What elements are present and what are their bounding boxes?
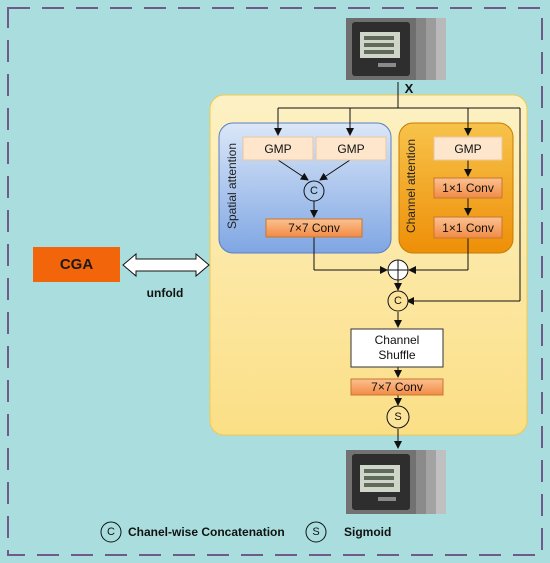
final-conv-label: 7×7 Conv [371,380,423,394]
spatial-attention-title: Spatial attention [225,142,239,230]
connectors [274,82,521,449]
legend-sigmoid-symbol: S [312,526,320,538]
input-image-stack [346,18,446,80]
channel-gmp-label: GMP [454,141,482,156]
spatial-conv-label: 7×7 Conv [288,221,340,235]
channel-conv1-box [433,177,503,199]
input-x-label: X [404,80,414,96]
legend-sigmoid-icon [305,521,327,543]
spatial-conv-box [265,218,363,238]
legend-concat-text: Chanel-wise Concatenation [128,525,285,539]
gmp-box-right [315,136,387,161]
legend-concat-symbol: C [107,526,115,538]
gmp-left-label: GMP [264,141,292,156]
sigmoid-symbol: S [394,411,402,423]
channel-gmp-box [433,136,503,161]
spatial-concat-symbol: C [310,185,318,197]
channel-conv2-box [433,216,503,239]
channel-attention-title: Channel attention [404,138,418,234]
concat-symbol: C [394,295,402,307]
unfold-label: unfold [146,286,184,300]
legend-sigmoid-text: Sigmoid [344,525,392,539]
channel-conv1-label: 1×1 Conv [442,181,494,195]
output-image-stack [346,450,446,514]
dashed-border [7,7,543,556]
sum-node [387,259,409,281]
sigmoid-node [386,405,410,429]
concat-node [387,290,409,312]
channel-shuffle-box [350,328,444,368]
gmp-right-label: GMP [337,141,365,156]
gmp-box-left [242,136,314,161]
channel-conv2-label: 1×1 Conv [442,220,494,235]
channel-shuffle-line2: Shuffle [378,348,416,362]
final-conv-box [350,378,444,396]
unfold-double-arrow [122,252,210,278]
cga-label: CGA [59,256,94,273]
legend-concat-icon [100,521,122,543]
cga-box [33,247,120,282]
channel-shuffle-line1: Channel [374,333,420,347]
channel-shuffle-label: Channel Shuffle [351,329,443,367]
spatial-concat-node [303,180,325,202]
